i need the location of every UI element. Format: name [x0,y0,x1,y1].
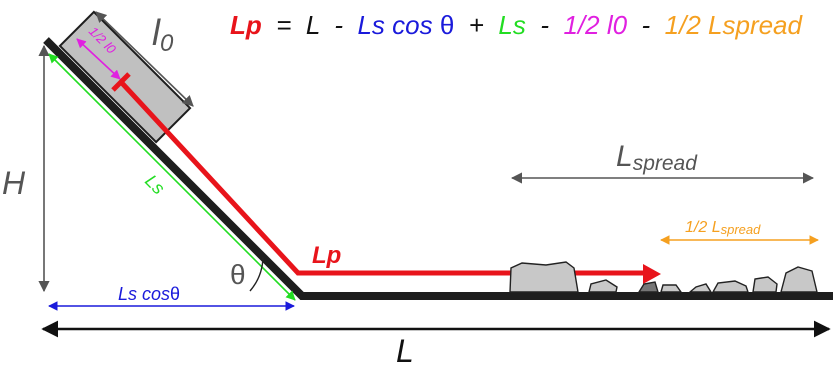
ls-cos-theta-symbol: θ [170,284,180,304]
ls-cos-theta-label: Ls cosθ [118,284,180,304]
l0-label: l0 [152,12,174,57]
formula-half-lspread: 1/2 Lspread [665,10,804,40]
h-label: H [2,165,26,201]
rock [688,283,713,293]
formula-ls-cos: Ls cos [357,10,432,40]
rock [637,281,659,293]
rock [711,280,749,293]
lspread-label-main: L [616,140,633,173]
formula-l: L [306,10,320,40]
formula-theta: θ [440,10,454,40]
l0-label-sub: 0 [160,30,174,57]
rock [588,279,618,293]
theta-label: θ [230,259,246,290]
debris-rocks [509,261,818,293]
ls-label: Ls [141,171,169,199]
l0-label-main: l [152,12,161,53]
rock [780,266,818,293]
half-lspread-label-sub: spread [721,222,762,237]
ls-arrow [48,53,296,301]
formula-minus-2: - [533,10,556,40]
formula-minus-3: - [634,10,657,40]
half-lspread-label: 1/2 Lspread [685,219,761,237]
formula-minus-1: - [327,10,350,40]
ls-cos-theta-text: Ls cos [118,284,170,304]
formula-plus: + [462,10,492,40]
lspread-label: Lspread [616,140,698,175]
rock [660,284,683,293]
half-lspread-label-main: 1/2 L [685,219,721,236]
formula-eq: = [269,10,299,40]
lspread-label-sub: spread [633,152,699,175]
formula-ls: Ls [498,10,525,40]
formula: Lp = L - Ls cos θ + Ls - 1/2 l0 - 1/2 Ls… [230,10,804,40]
lp-label: Lp [312,242,341,269]
formula-lp: Lp [230,10,262,40]
formula-half-l0: 1/2 l0 [563,10,627,40]
l-label: L [396,333,414,368]
rock [752,276,778,293]
lp-arrow-head [643,264,661,284]
rock [509,261,579,293]
theta-arc [249,256,264,292]
